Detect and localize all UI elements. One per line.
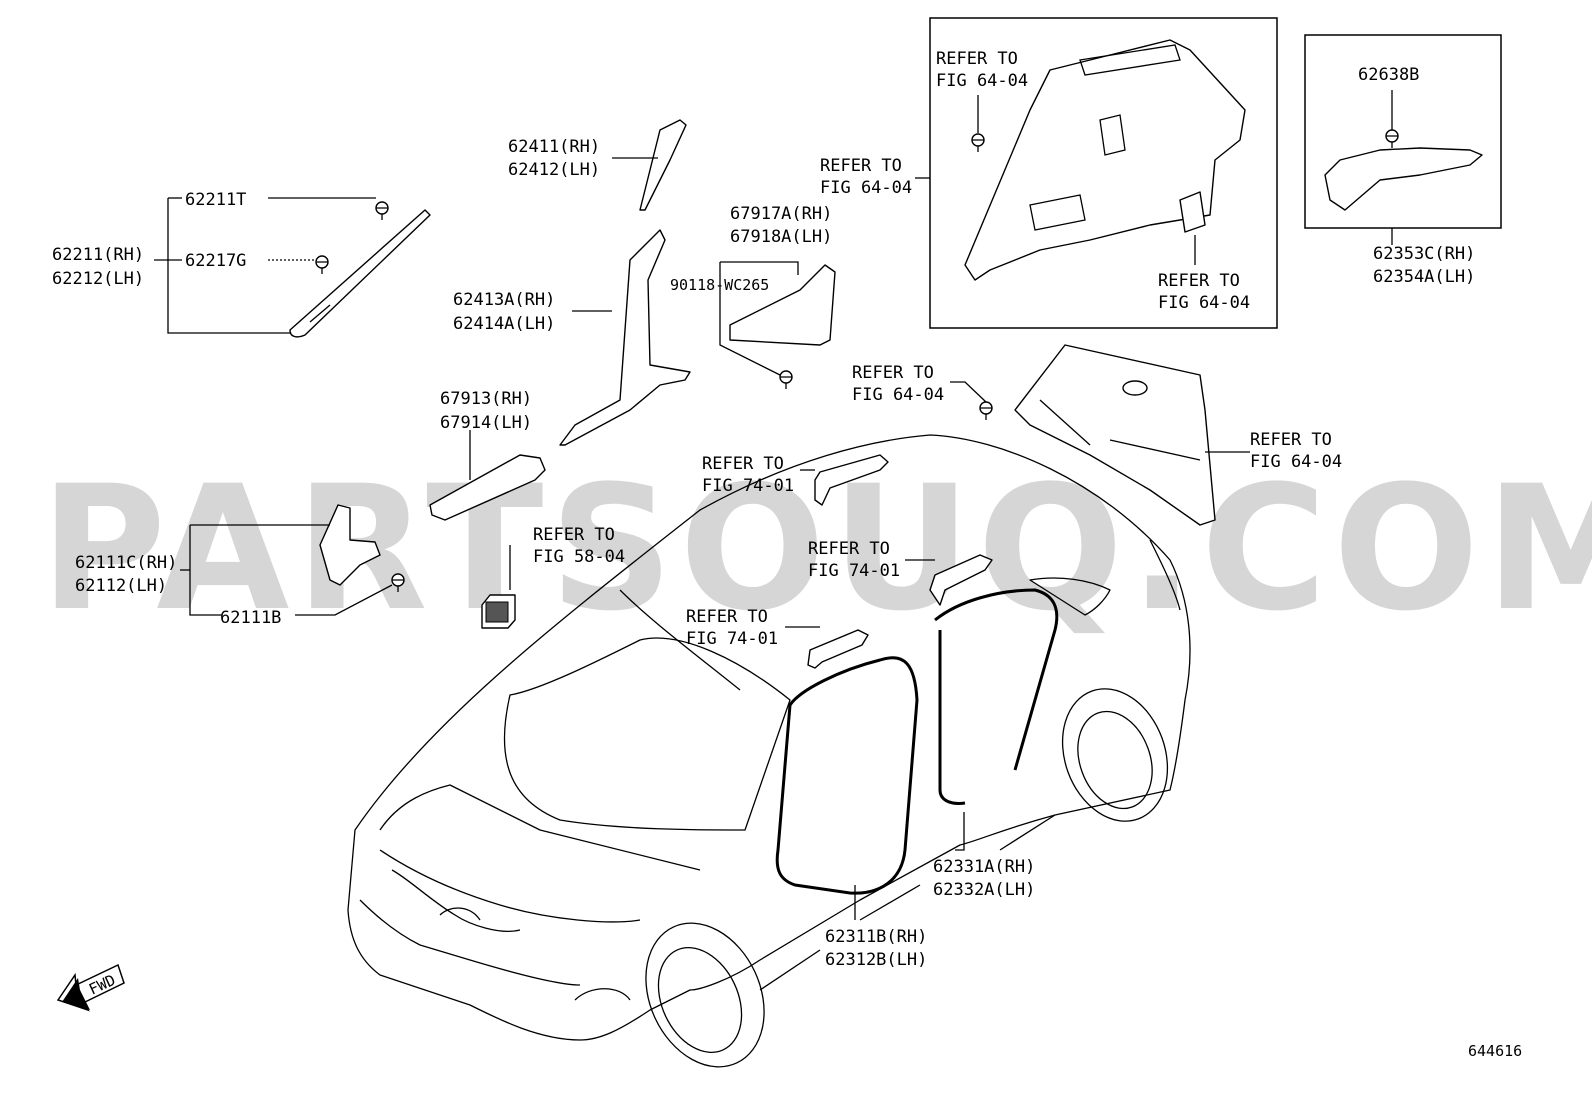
label-67917a-rh: 67917A(RH) xyxy=(730,204,832,224)
ref-quarter-cover-l2: FIG 64-04 xyxy=(1158,293,1250,313)
label-90118-wc265: 90118-WC265 xyxy=(670,276,769,294)
label-67918a-lh: 67918A(LH) xyxy=(730,227,832,247)
ref-grip1-l1: REFER TO xyxy=(702,454,784,474)
label-62217g: 62217G xyxy=(185,251,246,271)
clip-90118-icon xyxy=(779,370,793,389)
clip-62638b-icon xyxy=(1385,129,1399,148)
ref-grip3-l2: FIG 74-01 xyxy=(686,629,778,649)
bracket-62211 xyxy=(167,198,290,334)
ref-grip1-l2: FIG 74-01 xyxy=(702,476,794,496)
bracket-67917a xyxy=(719,262,781,376)
label-62212-lh: 62212(LH) xyxy=(52,269,144,289)
assist-grip-1 xyxy=(814,454,889,506)
ref-fusebox-l2: FIG 58-04 xyxy=(533,547,625,567)
label-62111b: 62111B xyxy=(220,608,281,628)
ref-rear-clip-l2: FIG 64-04 xyxy=(852,385,944,405)
ref-quarter-clip-l2: FIG 64-04 xyxy=(936,71,1028,91)
ref-rear-clip-l1: REFER TO xyxy=(852,363,934,383)
ref-quarter-panel-l2: FIG 64-04 xyxy=(820,178,912,198)
label-62331a-rh: 62331A(RH) xyxy=(933,857,1035,877)
front-door-weatherstrip xyxy=(775,656,919,895)
ref-luggage-trim-l2: FIG 64-04 xyxy=(1250,452,1342,472)
center-pillar-upper-garnish xyxy=(639,119,687,211)
front-pillar-garnish xyxy=(289,209,431,338)
label-62412-lh: 62412(LH) xyxy=(508,160,600,180)
ref-quarter-panel-l1: REFER TO xyxy=(820,156,902,176)
clip-62111b-icon xyxy=(391,573,405,592)
label-62332a-lh: 62332A(LH) xyxy=(933,880,1035,900)
front-door-scuff-plate xyxy=(429,454,546,521)
ref-grip2-l2: FIG 74-01 xyxy=(808,561,900,581)
ref-quarter-clip-l1: REFER TO xyxy=(936,49,1018,69)
deck-side-trim xyxy=(1324,147,1483,211)
label-62311b-rh: 62311B(RH) xyxy=(825,927,927,947)
luggage-compartment-trim xyxy=(1014,344,1216,526)
quarter-trim-panel xyxy=(964,39,1246,281)
label-62354a-lh: 62354A(LH) xyxy=(1373,267,1475,287)
clip-rear-trim-icon xyxy=(979,401,993,420)
center-pillar-lower-garnish xyxy=(559,229,691,446)
ref-quarter-cover-l1: REFER TO xyxy=(1158,271,1240,291)
label-62413a-rh: 62413A(RH) xyxy=(453,290,555,310)
label-67913-rh: 67913(RH) xyxy=(440,389,532,409)
ref-luggage-trim-l1: REFER TO xyxy=(1250,430,1332,450)
fuse-box-icon xyxy=(481,594,516,629)
label-62112-lh: 62112(LH) xyxy=(75,576,167,596)
assist-grip-3 xyxy=(807,629,869,669)
label-62211t: 62211T xyxy=(185,190,246,210)
deck-trim-inset-frame xyxy=(1304,34,1502,229)
quarter-trim-inset-frame xyxy=(929,17,1278,329)
ref-fusebox-l1: REFER TO xyxy=(533,525,615,545)
clip-62211t-icon xyxy=(375,201,389,220)
rear-door-scuff-plate xyxy=(729,264,836,346)
ref-grip3-l1: REFER TO xyxy=(686,607,768,627)
label-62414a-lh: 62414A(LH) xyxy=(453,314,555,334)
car-body-outline xyxy=(347,434,1191,1068)
assist-grip-2 xyxy=(929,554,993,606)
figure-number: 644616 xyxy=(1468,1042,1522,1060)
label-62111c-rh: 62111C(RH) xyxy=(75,553,177,573)
bracket-62111c xyxy=(189,525,222,616)
label-62411-rh: 62411(RH) xyxy=(508,137,600,157)
label-62638b: 62638B xyxy=(1358,65,1419,85)
label-62312b-lh: 62312B(LH) xyxy=(825,950,927,970)
clip-62217g-icon xyxy=(315,255,329,274)
clip-quarter-trim-icon xyxy=(971,133,985,152)
label-62211-rh: 62211(RH) xyxy=(52,245,144,265)
label-67914-lh: 67914(LH) xyxy=(440,413,532,433)
ref-grip2-l1: REFER TO xyxy=(808,539,890,559)
rear-door-weatherstrip xyxy=(934,588,1059,805)
label-62353c-rh: 62353C(RH) xyxy=(1373,244,1475,264)
fwd-arrow-icon: FWD xyxy=(56,963,125,1012)
